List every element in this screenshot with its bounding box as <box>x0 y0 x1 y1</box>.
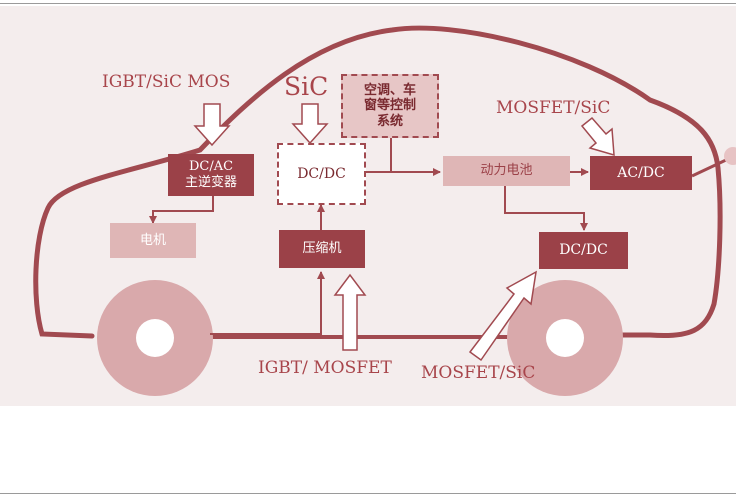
label-igbt-mosfet: IGBT/ MOSFET <box>258 358 392 378</box>
wheel-to-compressor <box>210 271 325 335</box>
car-body-outline <box>33 25 723 339</box>
battery-box: 动力电池 <box>443 156 570 186</box>
aircon-line-1: 空调、车 <box>363 82 416 98</box>
dcac-label: DC/AC <box>188 159 234 175</box>
hollow-arrow-compressor <box>333 273 367 351</box>
compressor-box: 压缩机 <box>279 230 365 268</box>
aircon-line-2: 窗等控制 <box>363 98 416 114</box>
acdc-label: AC/DC <box>617 164 665 181</box>
front-wheel-hub <box>136 319 174 357</box>
hollow-arrow-inverter <box>193 103 231 147</box>
hollow-arrow-dcdc-right <box>468 270 537 362</box>
dcdc-right-box: DC/DC <box>539 232 628 269</box>
bottom-rule <box>0 493 736 494</box>
dcdc-right-label: DC/DC <box>559 242 608 259</box>
dcac-sublabel: 主逆变器 <box>184 175 237 190</box>
motor-box: 电机 <box>110 223 196 258</box>
aircon-system-box: 空调、车 窗等控制 系统 <box>341 74 439 138</box>
aircon-line-3: 系统 <box>376 113 403 129</box>
hollow-arrow-sic <box>291 103 329 145</box>
dcdc-center-label: DC/DC <box>297 165 346 182</box>
battery-to-dcdc <box>504 186 588 231</box>
label-mosfet-sic-top: MOSFET/SiC <box>496 98 611 118</box>
compressor-label: 压缩机 <box>302 241 342 257</box>
inverter-to-motor <box>149 196 214 224</box>
charge-port-icon <box>724 147 736 165</box>
dcac-inverter-box: DC/AC 主逆变器 <box>168 154 254 196</box>
dcdc-center-box: DC/DC <box>277 143 366 205</box>
battery-label: 动力电池 <box>480 163 533 179</box>
charge-cable <box>691 158 727 178</box>
hollow-arrow-acdc <box>580 116 615 157</box>
top-rule <box>0 3 736 4</box>
label-sic: SiC <box>284 72 329 101</box>
acdc-box: AC/DC <box>590 156 692 190</box>
label-mosfet-sic-bottom: MOSFET/SiC <box>421 363 536 383</box>
label-igbt-sic-mos: IGBT/SiC MOS <box>102 72 231 92</box>
motor-label: 电机 <box>139 232 166 248</box>
rear-wheel-hub <box>546 319 584 357</box>
